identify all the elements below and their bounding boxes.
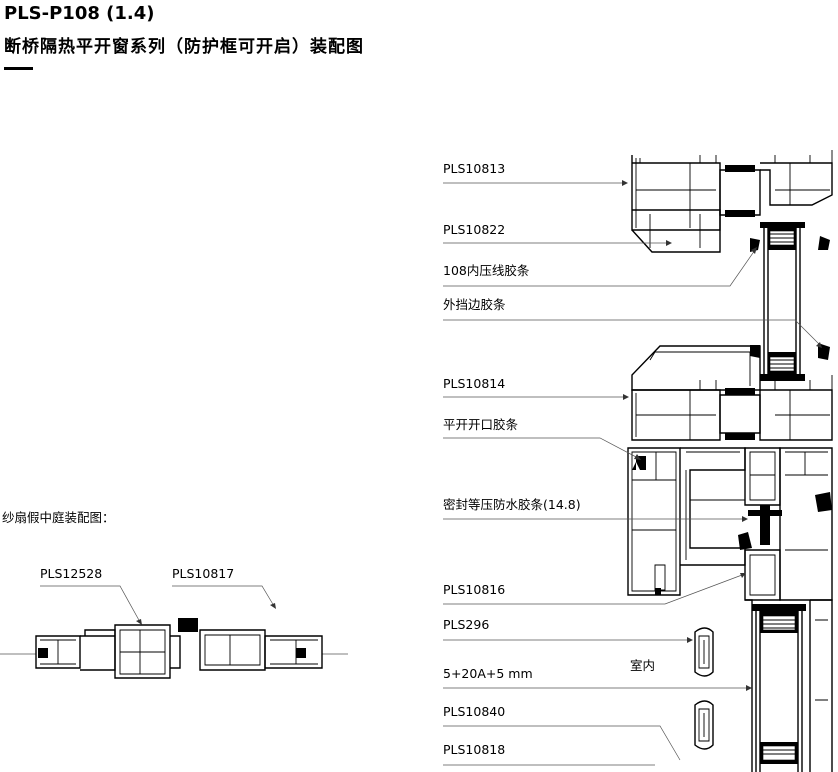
drawing-title-description: 断桥隔热平开窗系列（防护框可开启）装配图 xyxy=(4,37,364,57)
callout-pls296: PLS296 xyxy=(443,617,490,632)
callout-pls10814: PLS10814 xyxy=(443,376,506,391)
callout-pls10822: PLS10822 xyxy=(443,222,506,237)
callout-pls10840: PLS10840 xyxy=(443,704,506,719)
main-section-drawing xyxy=(627,150,833,772)
callout-outer-stop-gasket: 外挡边胶条 xyxy=(443,297,506,312)
screen-label-pls12528: PLS12528 xyxy=(40,566,103,581)
callout-glass-spec: 5+20A+5 mm xyxy=(443,666,533,681)
indoor-label: 室内 xyxy=(630,658,656,673)
screen-sash-drawing xyxy=(0,585,348,679)
callout-pls10813: PLS10813 xyxy=(443,161,506,176)
drawing-title-model: PLS-P108 (1.4) xyxy=(4,3,155,24)
callout-opening-gasket: 平开开口胶条 xyxy=(443,417,519,432)
callout-pls10818: PLS10818 xyxy=(443,742,506,757)
screen-sash-caption: 纱扇假中庭装配图： xyxy=(2,510,115,525)
screen-label-pls10817: PLS10817 xyxy=(172,566,235,581)
title-underline xyxy=(4,67,33,70)
callout-inner-bead-gasket: 108内压线胶条 xyxy=(443,263,530,278)
callout-pressure-seal-gasket: 密封等压防水胶条(14.8) xyxy=(443,497,581,512)
callout-pls10816: PLS10816 xyxy=(443,582,506,597)
callout-leader-lines xyxy=(443,180,822,766)
